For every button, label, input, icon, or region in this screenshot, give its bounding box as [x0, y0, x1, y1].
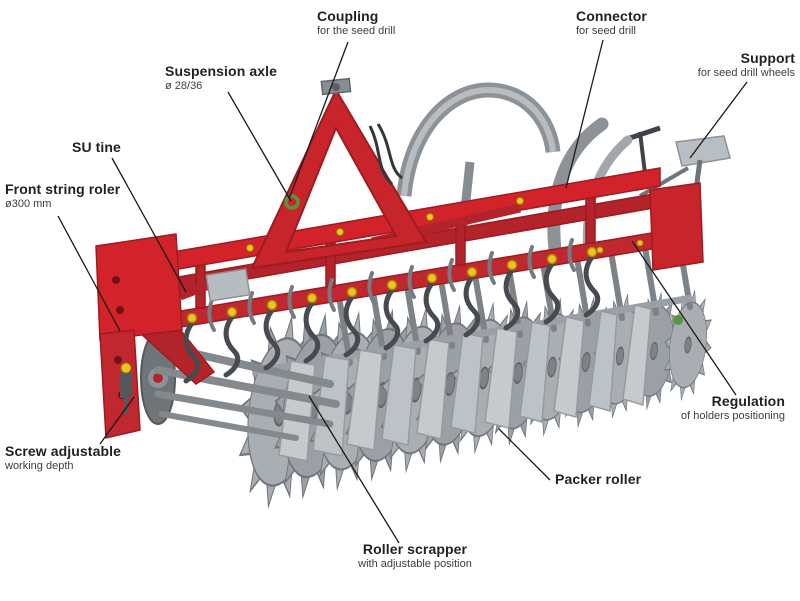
gray-box — [205, 268, 251, 302]
label-coupling-title: Coupling — [317, 8, 379, 24]
label-packer-roller-title: Packer roller — [555, 471, 642, 487]
label-support-title: Support — [740, 50, 795, 66]
leader-lines — [57, 39, 748, 544]
leader-line-su-tine — [111, 157, 187, 293]
label-regulation: Regulation of holders positioning — [681, 393, 785, 424]
leader-line-support — [689, 81, 748, 159]
label-support-sub: for seed drill wheels — [697, 67, 795, 80]
hydraulic-hose — [368, 125, 394, 186]
label-coupling-sub: for the seed drill — [317, 25, 396, 38]
label-screw-adjustable-sub: working depth — [5, 460, 74, 473]
su-tines — [183, 238, 601, 384]
leader-line-front-string-roller — [57, 215, 121, 332]
label-roller-scrapper-title: Roller scrapper — [362, 541, 468, 557]
green-coupler — [284, 194, 300, 210]
label-front-string-roller: Front string roler ø300 mm — [5, 181, 120, 212]
green-wing-nut — [673, 315, 683, 325]
label-screw-adjustable-title: Screw adjustable — [5, 443, 121, 459]
label-connector-sub: for seed drill — [576, 25, 636, 38]
label-roller-scrapper: Roller scrapper with adjustable position — [335, 541, 495, 572]
label-screw-adjustable: Screw adjustable working depth — [5, 443, 121, 474]
details — [205, 123, 403, 302]
label-su-tine-title: SU tine — [72, 139, 121, 155]
leader-line-connector — [565, 39, 604, 189]
screw-adjuster — [120, 362, 132, 414]
label-support: Support for seed drill wheels — [698, 50, 795, 81]
left-side-plate — [95, 233, 183, 341]
label-suspension-axle: Suspension axle ø 28/36 — [165, 63, 277, 94]
label-front-string-roller-title: Front string roler — [5, 181, 121, 197]
label-regulation-title: Regulation — [711, 393, 785, 409]
rear-attachments — [396, 82, 731, 265]
hydraulic-hose — [376, 123, 403, 180]
right-side-plate — [649, 182, 704, 271]
label-regulation-sub: of holders positioning — [681, 410, 785, 423]
label-connector: Connector for seed drill — [576, 8, 647, 39]
label-packer-roller: Packer roller — [555, 471, 641, 487]
label-connector-title: Connector — [576, 8, 647, 24]
leader-line-roller-scrapper — [308, 395, 400, 544]
label-roller-scrapper-sub: with adjustable position — [358, 558, 472, 571]
label-front-string-roller-sub: ø300 mm — [5, 198, 52, 211]
leader-line-screw-adjustable — [99, 396, 135, 445]
label-suspension-axle-title: Suspension axle — [165, 63, 277, 79]
label-coupling: Coupling for the seed drill — [317, 8, 395, 39]
leader-line-suspension-axle — [227, 91, 292, 202]
label-su-tine: SU tine — [72, 139, 121, 155]
leader-line-packer-roller — [498, 428, 551, 481]
leader-line-regulation — [631, 240, 737, 396]
leader-line-coupling — [288, 41, 349, 200]
label-suspension-axle-sub: ø 28/36 — [165, 80, 203, 93]
